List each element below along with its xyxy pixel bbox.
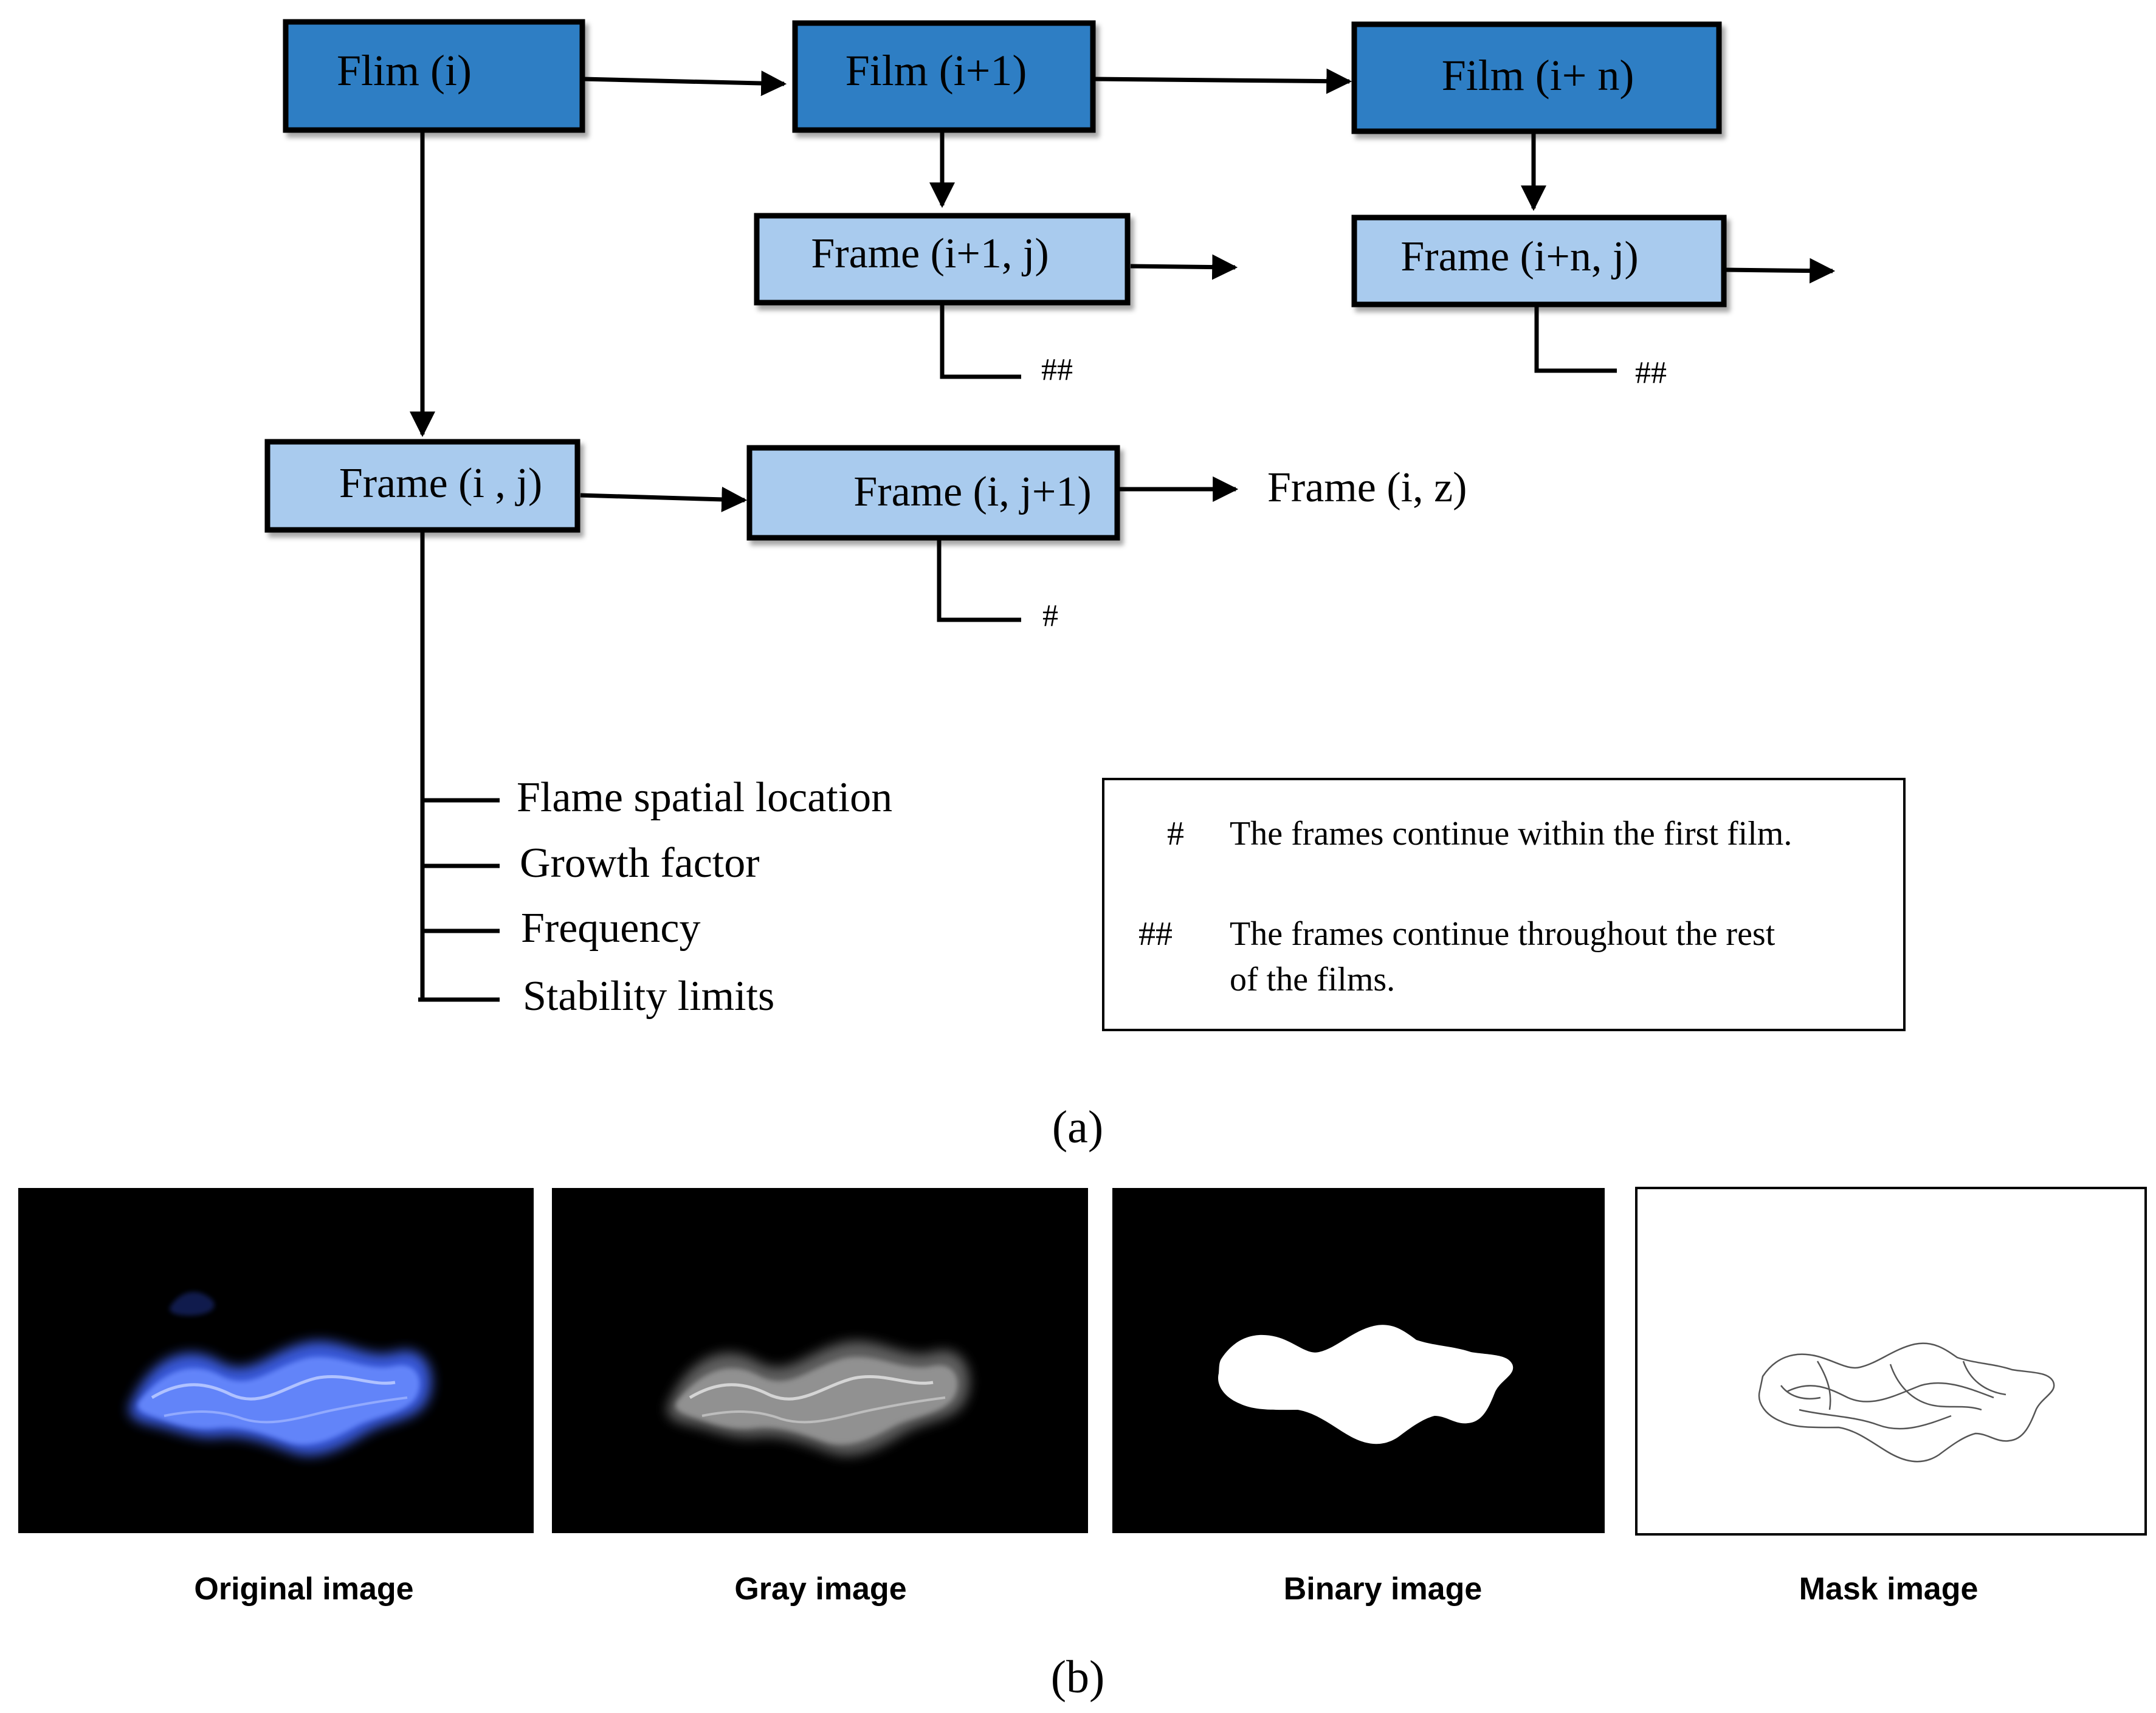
frame-box-i-j: Frame (i , j) (264, 439, 580, 533)
film-box-i: Flim (i) (283, 19, 585, 133)
legend-text-double-line1: The frames continue throughout the rest (1230, 915, 1775, 953)
original-image (18, 1188, 534, 1533)
arrow-frame-i1-j-out (1130, 254, 1238, 280)
connectors (410, 68, 1836, 1002)
legend-box: # The frames continue within the first f… (1102, 778, 1906, 1031)
connector-double-hash-2 (1534, 307, 1617, 373)
legend-text-single: The frames continue within the first fil… (1230, 815, 1792, 853)
frame-box-in-j-label: Frame (i+n, j) (1400, 233, 1638, 280)
film-box-in-label: Film (i+ n) (1442, 51, 1634, 100)
feature-item: Flame spatial location (517, 774, 892, 821)
double-hash-mark-1: ## (1041, 352, 1073, 387)
caption-binary-image: Binary image (1284, 1571, 1483, 1607)
frame-box-i-j1-label: Frame (i, j+1) (853, 469, 1091, 515)
frame-box-in-j: Frame (i+n, j) (1351, 215, 1727, 307)
panel-a-flowchart: Flim (i) Film (i+1) Film (i+ n) Frame (i… (264, 19, 1906, 1153)
binary-image (1112, 1188, 1605, 1533)
feature-item: Growth factor (520, 840, 760, 887)
flame-gray-shape (667, 1341, 970, 1456)
film-box-i-label: Flim (i) (337, 46, 472, 95)
feature-item: Stability limits (523, 973, 774, 1020)
legend-text-double-line2: of the films. (1230, 961, 1395, 998)
arrow-film-i1-to-film-in (1093, 68, 1352, 94)
panel-a-label: (a) (1052, 1102, 1103, 1153)
flame-blue-shape (129, 1292, 432, 1456)
caption-mask-image: Mask image (1799, 1571, 1979, 1607)
film-box-i1-label: Film (i+1) (846, 46, 1027, 95)
flame-binary-shape (1218, 1325, 1514, 1444)
arrow-frame-i-j-to-frame-i-j1 (580, 486, 748, 512)
double-hash-mark-2: ## (1635, 355, 1667, 390)
caption-gray-image: Gray image (734, 1571, 906, 1607)
arrow-film-i-to-film-i1 (583, 70, 787, 97)
flame-mask-contour (1758, 1342, 2055, 1463)
film-box-in: Film (i+ n) (1351, 21, 1722, 134)
arrow-frame-in-j-out (1724, 258, 1836, 284)
mask-image (1635, 1187, 2147, 1536)
frame-i-z-label: Frame (i, z) (1267, 464, 1467, 511)
panel-b-images: Original image Gray image Binary image M… (18, 1187, 2147, 1703)
connector-double-hash-1 (940, 304, 1021, 379)
frame-box-i-j-label: Frame (i , j) (339, 460, 542, 507)
frame-box-i1-j-label: Frame (i+1, j) (811, 230, 1049, 277)
feature-item: Frequency (521, 905, 700, 952)
frame-box-i-j1: Frame (i, j+1) (746, 445, 1120, 541)
legend-symbol-double: ## (1138, 915, 1173, 953)
gray-image (552, 1188, 1088, 1533)
connector-single-hash (937, 538, 1021, 622)
panel-b-label: (b) (1051, 1652, 1105, 1703)
legend-symbol-single: # (1167, 815, 1184, 853)
frame-box-i1-j: Frame (i+1, j) (754, 213, 1131, 306)
feature-list: Flame spatial location Growth factor Fre… (517, 774, 892, 1020)
single-hash-mark: # (1042, 599, 1058, 633)
film-box-i1: Film (i+1) (792, 20, 1096, 133)
caption-original-image: Original image (194, 1571, 413, 1607)
